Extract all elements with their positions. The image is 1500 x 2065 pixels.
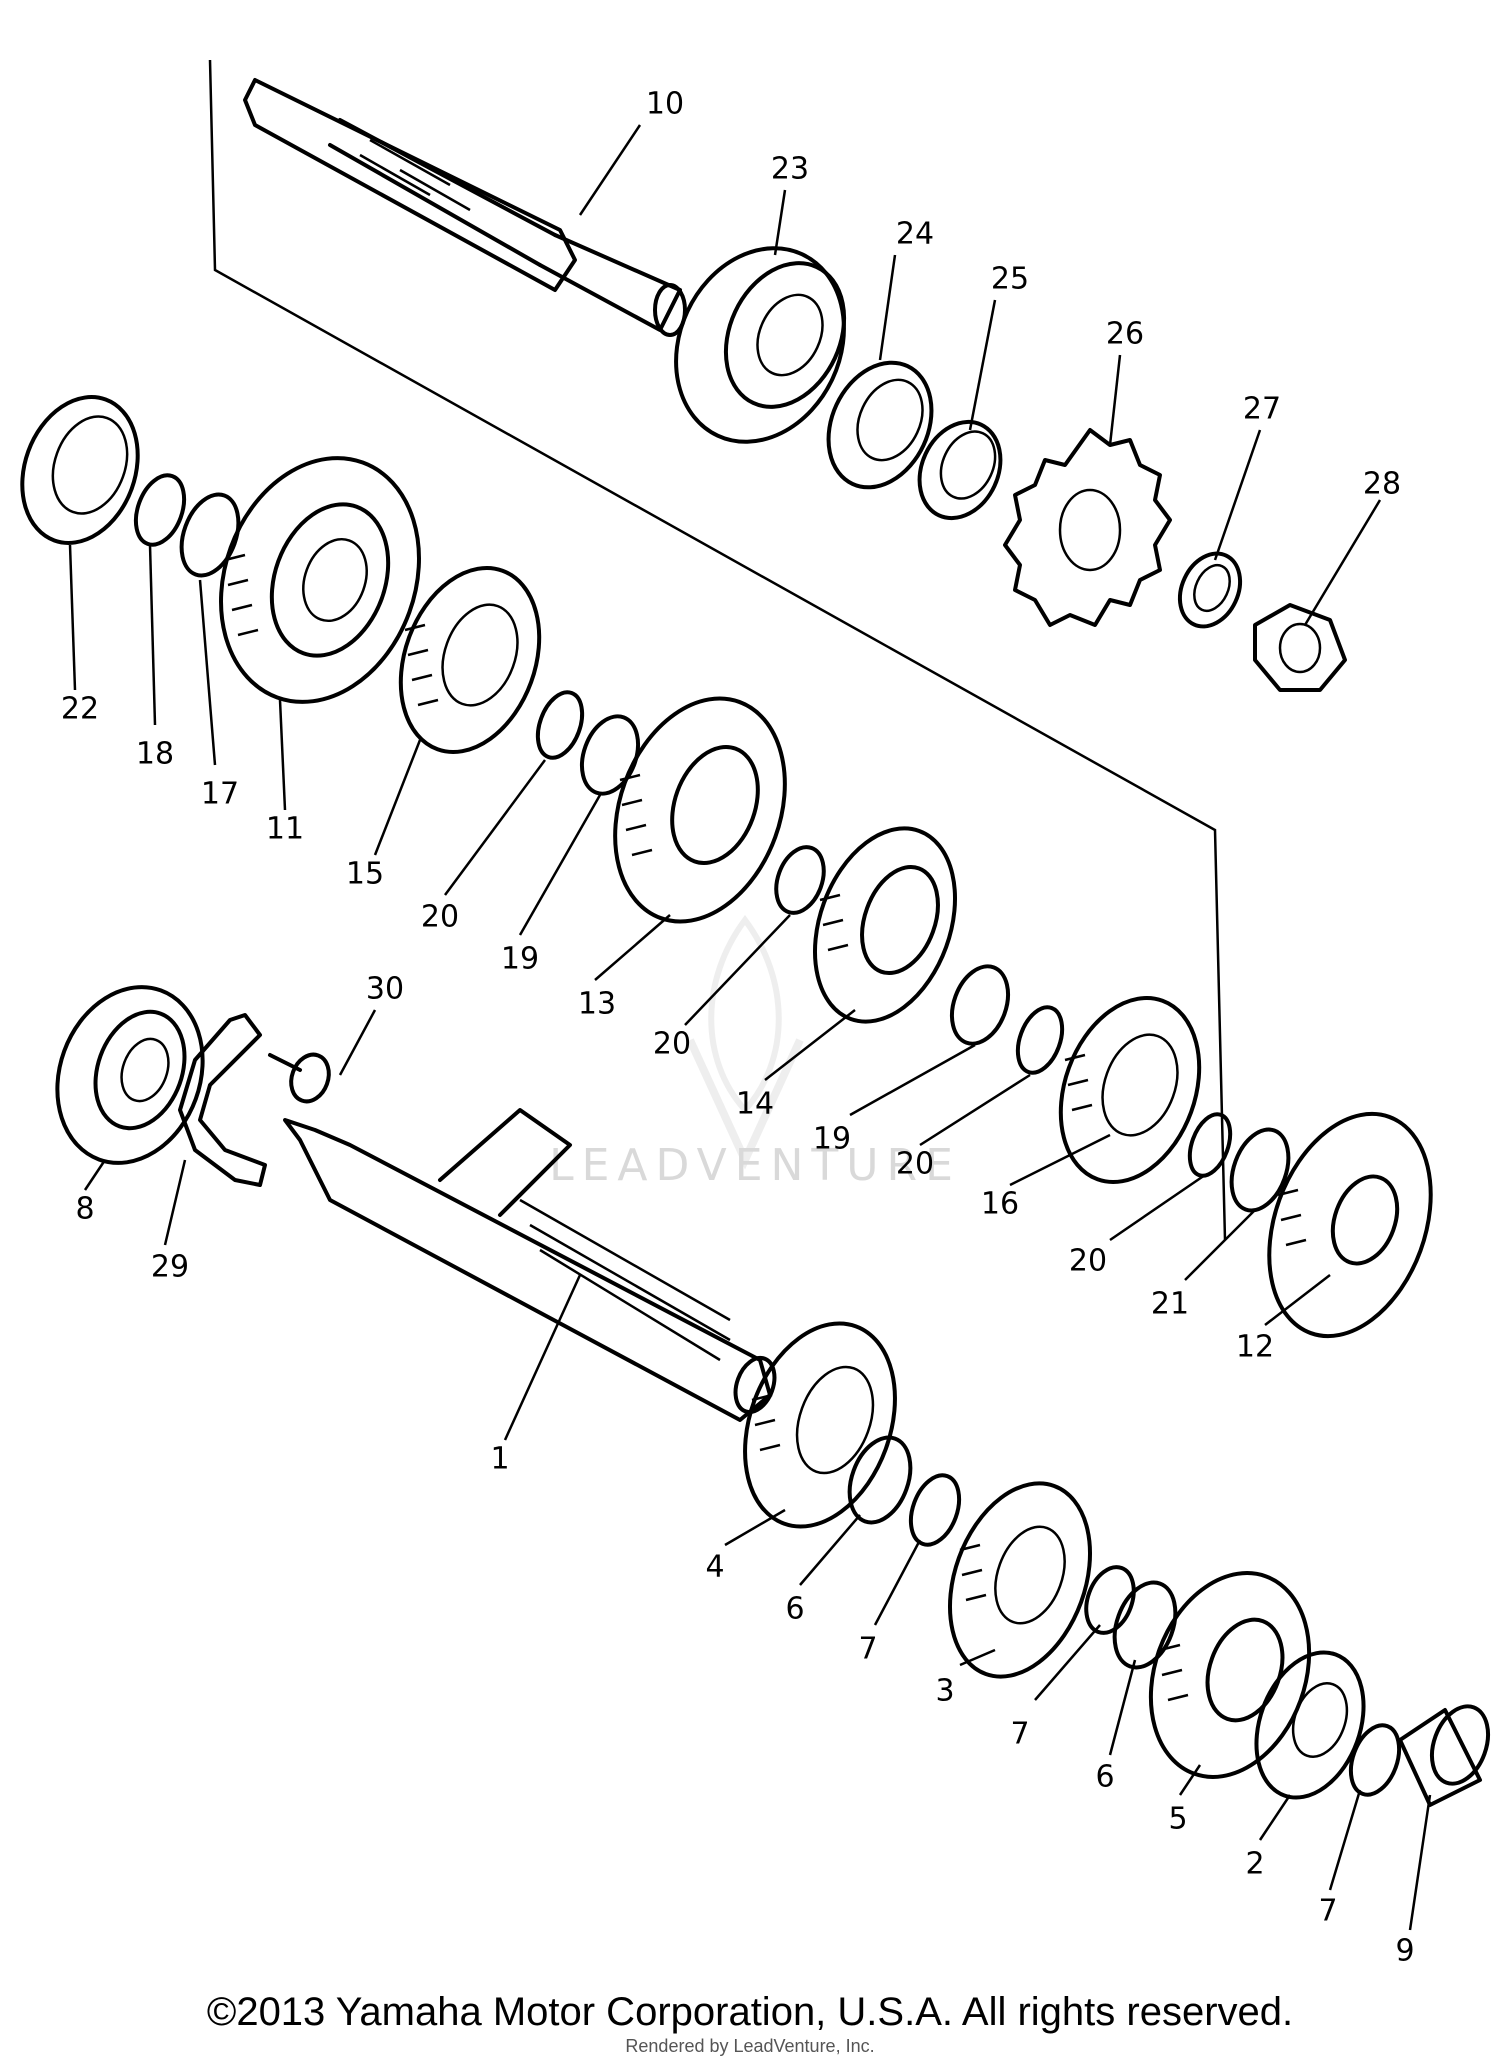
callout-2: 2 (1245, 1847, 1264, 1882)
callout-20b: 20 (653, 1027, 691, 1062)
callout-7c: 7 (1318, 1894, 1337, 1929)
callout-25: 25 (991, 262, 1029, 297)
callout-23: 23 (771, 152, 809, 187)
circlip-20-right (1187, 1112, 1233, 1178)
callout-20d: 20 (1069, 1244, 1107, 1279)
gear-11 (219, 456, 421, 704)
washer-19-lower (949, 964, 1011, 1046)
callout-8: 8 (75, 1192, 94, 1227)
circlip-7-mid (1084, 1565, 1136, 1635)
callout-6b: 6 (1095, 1760, 1114, 1795)
callout-22: 22 (61, 692, 99, 727)
circlip-7-lower (1348, 1723, 1402, 1797)
callout-14: 14 (736, 1087, 774, 1122)
callout-3: 3 (935, 1674, 954, 1709)
callout-19a: 19 (501, 942, 539, 977)
callout-28: 28 (1363, 467, 1401, 502)
circlip-20-mid (774, 845, 826, 915)
callout-1: 1 (490, 1442, 509, 1477)
callout-30: 30 (366, 972, 404, 1007)
leader-lines (68, 124, 1432, 1931)
callout-19b: 19 (813, 1122, 851, 1157)
watermark-text: LEADVENTURE (549, 1140, 961, 1191)
callout-20c: 20 (896, 1147, 934, 1182)
callout-12: 12 (1236, 1330, 1274, 1365)
leadventure-flame-logo-icon (686, 914, 804, 1170)
circlip-20-lower (1015, 1005, 1065, 1075)
drive-sprocket-26 (1003, 428, 1172, 627)
gear-12 (1267, 1111, 1433, 1339)
gear-13 (613, 696, 787, 924)
gear-14 (812, 826, 958, 1024)
callout-20a: 20 (421, 900, 459, 935)
callout-5: 5 (1168, 1802, 1187, 1837)
callout-16: 16 (981, 1187, 1019, 1222)
washer-17 (179, 492, 241, 578)
callout-10: 10 (646, 87, 684, 122)
callout-7a: 7 (858, 1632, 877, 1667)
callout-24: 24 (896, 217, 934, 252)
callout-6a: 6 (785, 1592, 804, 1627)
callout-26: 26 (1106, 317, 1144, 352)
gear-5 (1148, 1571, 1312, 1779)
callout-27: 27 (1243, 392, 1281, 427)
callout-4: 4 (705, 1550, 724, 1585)
shaft-alignment-frame (208, 59, 1227, 1241)
nut-28 (1253, 603, 1347, 692)
collar-25 (917, 419, 1003, 521)
bearing-8 (55, 985, 205, 1165)
gear-16 (1058, 996, 1202, 1184)
gear-3 (947, 1481, 1093, 1679)
washer-21 (1229, 1127, 1291, 1213)
bearing-23 (674, 246, 847, 444)
gear-15 (398, 566, 542, 754)
callout-7b: 7 (1010, 1717, 1029, 1752)
callout-13: 13 (578, 987, 616, 1022)
watermark: LEADVENTURE (549, 914, 961, 1191)
lock-washer-27 (1177, 551, 1243, 629)
circlip-20-upper (535, 690, 585, 760)
oil-seal-24 (826, 360, 934, 490)
washer-6-upper (847, 1435, 913, 1525)
callout-labels: 10 23 24 25 26 27 28 22 18 17 11 15 20 1… (61, 87, 1415, 1969)
bearing-retainer-29 (178, 1013, 267, 1187)
callout-18: 18 (136, 737, 174, 772)
circlip-7-upper (908, 1473, 962, 1547)
screw-30 (268, 1052, 331, 1104)
callout-15: 15 (346, 857, 384, 892)
copyright-notice: ©2013 Yamaha Motor Corporation, U.S.A. A… (206, 1990, 1294, 2034)
callout-9: 9 (1395, 1934, 1414, 1969)
washer-6-lower (1112, 1580, 1178, 1670)
callout-17: 17 (201, 777, 239, 812)
gear-4 (743, 1321, 897, 1529)
callout-21: 21 (1151, 1287, 1189, 1322)
callout-11: 11 (266, 812, 304, 847)
rendered-by-note: Rendered by LeadVenture, Inc. (625, 2036, 875, 2056)
drive-axle-shaft (243, 78, 687, 337)
circlip-18 (133, 473, 187, 547)
callout-29: 29 (151, 1250, 189, 1285)
bearing-22 (20, 395, 140, 545)
needle-bearing-9 (1398, 1704, 1491, 1807)
